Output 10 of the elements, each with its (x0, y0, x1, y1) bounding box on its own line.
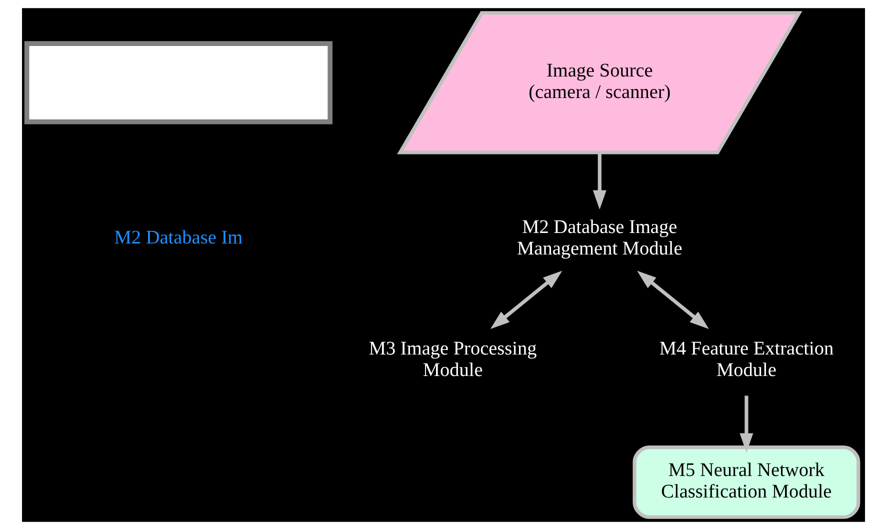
node-box: M5 Neural Network Classification Module (632, 446, 860, 519)
arrow (592, 152, 606, 210)
arrow (636, 270, 708, 330)
node-text: M3 Image Processing Module (368, 338, 536, 382)
node-text: M2 Database Image Management Module (516, 216, 682, 260)
label: M2 Database Im (114, 228, 242, 249)
node-box (24, 41, 332, 124)
node-text: M4 Feature Extraction Module (658, 338, 834, 382)
arrow (490, 270, 562, 330)
arrow (739, 396, 753, 453)
